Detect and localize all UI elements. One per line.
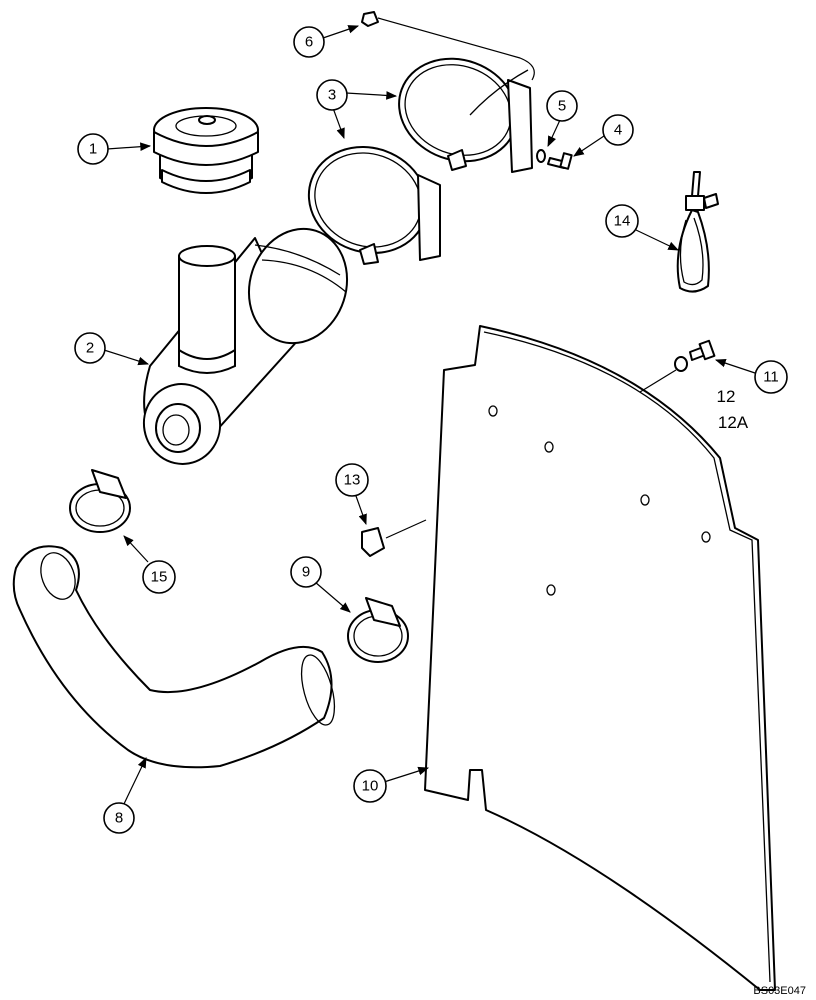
callout-8-label: 8 [115, 810, 123, 827]
bolt-4 [547, 152, 573, 170]
callout-14 [605, 204, 639, 238]
bolt-11 [689, 339, 716, 361]
callout-1-label: 1 [89, 141, 97, 158]
callout-10 [353, 769, 387, 803]
strap-14 [676, 171, 719, 293]
callout-8 [103, 802, 135, 834]
callout-4 [602, 114, 634, 146]
callout-14-label: 14 [614, 213, 631, 230]
label-12: 12 [717, 387, 736, 406]
callout-6 [293, 26, 325, 58]
air-cleaner-housing [142, 227, 349, 465]
callout-6-label: 6 [305, 34, 313, 51]
washer-12 [674, 356, 688, 372]
callout-15-label: 15 [151, 569, 168, 586]
callout-9-label: 9 [302, 564, 310, 581]
callout-11-label: 11 [763, 369, 779, 386]
callout-13-label: 13 [344, 472, 361, 489]
callout-10-label: 10 [362, 778, 379, 795]
callout-11 [754, 360, 788, 394]
drawing-code: BS03E047 [753, 985, 806, 997]
lockwasher-5 [536, 149, 546, 163]
hose-clamp-9 [347, 597, 409, 663]
callout-2-label: 2 [86, 340, 94, 357]
callout-3 [316, 79, 348, 111]
callout-13 [335, 463, 369, 497]
callout-1 [77, 133, 109, 165]
callout-15 [142, 560, 176, 594]
nut-6 [361, 11, 379, 27]
callout-2 [74, 332, 106, 364]
callout-5-label: 5 [558, 98, 566, 115]
callout-3-label: 3 [328, 87, 336, 104]
callout-5 [546, 90, 578, 122]
precleaner-cap [153, 107, 259, 194]
mounting-band-lower [307, 146, 441, 265]
mounting-band-upper [398, 57, 533, 173]
hose-8 [12, 545, 336, 769]
callout-4-label: 4 [614, 122, 622, 139]
label-12a: 12A [718, 413, 749, 432]
panel-10 [424, 325, 776, 991]
clip-13 [361, 527, 385, 557]
callout-9 [290, 556, 322, 588]
hose-clamp-15 [69, 469, 131, 533]
